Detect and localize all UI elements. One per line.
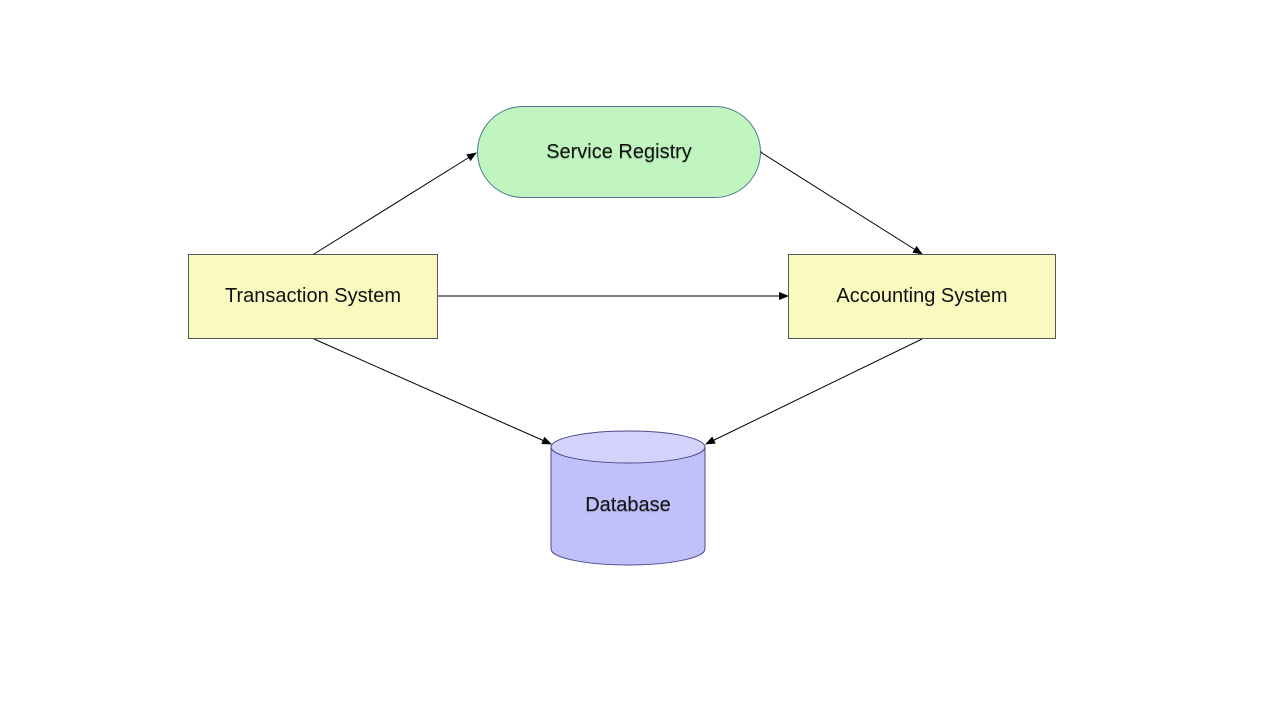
database-node: Database	[550, 478, 706, 532]
transaction-system-node: Transaction System	[188, 254, 438, 339]
service-registry-node: Service Registry	[477, 106, 761, 198]
edge-registry-accounting	[752, 144, 923, 255]
accounting-system-node: Accounting System	[788, 254, 1056, 339]
edge-transaction-database	[313, 338, 552, 445]
accounting-system-label: Accounting System	[836, 285, 1008, 307]
edge-transaction-registry	[304, 152, 477, 263]
database-label: Database	[585, 493, 671, 516]
database-cylinder	[550, 430, 706, 566]
service-registry-label: Service Registry	[546, 140, 692, 163]
transaction-system-label: Transaction System	[225, 285, 401, 307]
edge-accounting-database	[705, 338, 923, 445]
